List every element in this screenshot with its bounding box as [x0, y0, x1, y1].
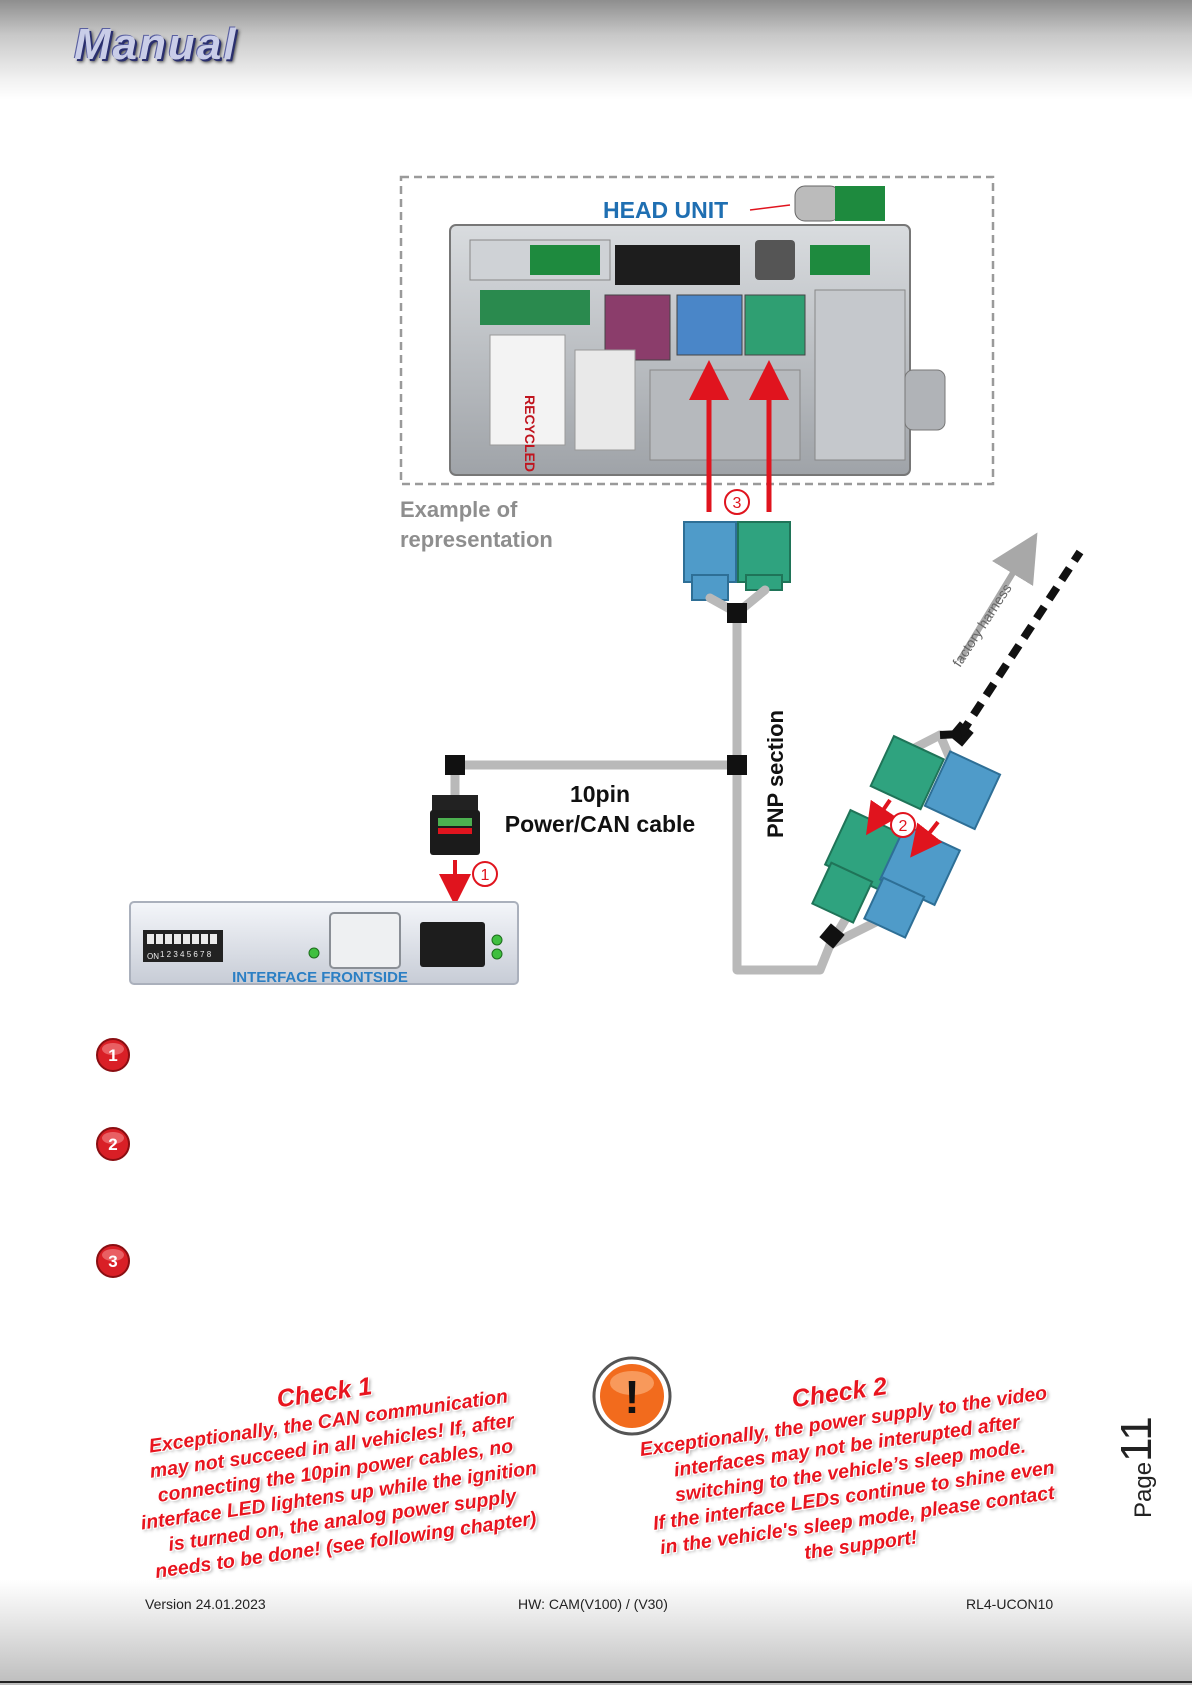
- svg-text:RECYCLED: RECYCLED: [522, 395, 538, 472]
- page-number: Page11: [1112, 1416, 1162, 1518]
- marker-2: 2: [890, 812, 916, 838]
- manual-title: Manual: [74, 20, 238, 69]
- svg-text:2: 2: [899, 818, 908, 835]
- svg-text:1: 1: [108, 1046, 117, 1065]
- footer-band: [0, 1580, 1192, 1685]
- page-word: Page: [1130, 1461, 1157, 1518]
- cable-label-line1: 10pin: [570, 781, 630, 807]
- pnp-connectors-top: [683, 521, 791, 601]
- head-unit-image: RECYCLED: [449, 185, 946, 476]
- tenpin-plug: [430, 795, 480, 855]
- example-label-line2: representation: [400, 527, 553, 552]
- dip-on-label: ON: [147, 952, 159, 961]
- interface-label: INTERFACE FRONTSIDE: [232, 969, 408, 986]
- head-unit-label: HEAD UNIT: [603, 197, 728, 223]
- page-num: 11: [1112, 1416, 1161, 1462]
- pnp-section-label: PNP section: [763, 710, 788, 838]
- marker-1: 1: [472, 861, 498, 887]
- step-1-icon: 1: [96, 1038, 130, 1072]
- svg-text:2: 2: [108, 1135, 117, 1154]
- header-band: [0, 0, 1192, 100]
- cable-label-line2: Power/CAN cable: [505, 811, 695, 837]
- svg-text:3: 3: [108, 1252, 117, 1271]
- footer-product: RL4-UCON10: [966, 1596, 1054, 1612]
- footer-rule: [0, 1681, 1192, 1683]
- factory-harness-arrow: [957, 532, 1038, 662]
- footer-version: Version 24.01.2023: [145, 1596, 266, 1612]
- arrow-2-right: [910, 820, 943, 858]
- marker-3: 3: [724, 489, 750, 515]
- interface-frontside: ON 1 2 3 4 5 6 7 8 INTERFACE FRONTSIDE: [129, 901, 519, 986]
- svg-text:3: 3: [733, 495, 742, 512]
- arrow-2-left: [865, 798, 898, 836]
- head-unit-frame: [399, 175, 995, 486]
- step-3-icon: 3: [96, 1244, 130, 1278]
- warning-icon: !: [592, 1356, 672, 1436]
- svg-text:1: 1: [481, 867, 490, 884]
- step-2-icon: 2: [96, 1127, 130, 1161]
- factory-harness-label: factory harness: [949, 581, 1015, 670]
- pnp-connectors-right: [811, 734, 1002, 939]
- svg-text:!: !: [624, 1371, 639, 1423]
- dip-number-labels: 1 2 3 4 5 6 7 8: [160, 950, 212, 959]
- example-label-line1: Example of: [400, 497, 518, 522]
- footer-hardware: HW: CAM(V100) / (V30): [518, 1596, 668, 1612]
